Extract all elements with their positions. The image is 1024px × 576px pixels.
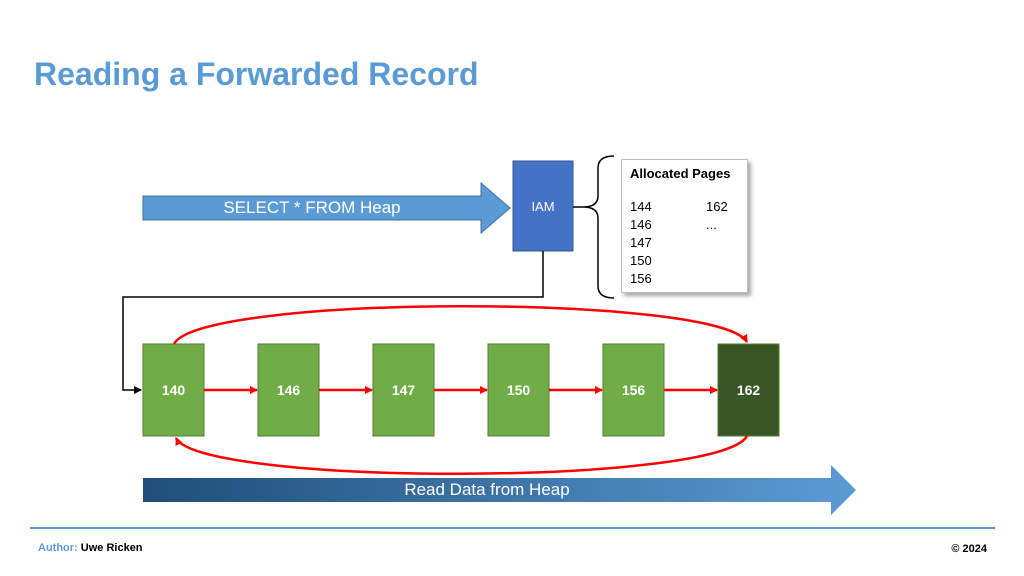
author-key: Author: xyxy=(38,542,78,554)
page-box-146 xyxy=(257,343,320,437)
allocated-page-entry: 147 xyxy=(630,235,652,250)
slide-title: Reading a Forwarded Record xyxy=(34,56,479,92)
allocated-page-entry: ... xyxy=(706,217,717,232)
allocated-pages-title: Allocated Pages xyxy=(630,166,731,181)
select-query-arrow xyxy=(142,181,511,235)
read-data-arrow xyxy=(143,465,856,515)
allocated-page-entry: 150 xyxy=(630,253,652,268)
footer-copyright: © 2024 xyxy=(951,543,987,555)
allocated-pages-box: Allocated Pages 144 146 147 150 156 162 … xyxy=(621,159,748,293)
author-name: Uwe Ricken xyxy=(80,542,143,554)
page-label-150: 150 xyxy=(506,382,531,398)
read-data-label: Read Data from Heap xyxy=(404,480,570,499)
page-label-162: 162 xyxy=(736,382,761,398)
allocated-page-entry: 146 xyxy=(630,217,652,232)
page-label-140: 140 xyxy=(161,382,186,398)
allocated-pages-brace xyxy=(582,155,615,299)
allocated-pages-column-1: 144 146 147 150 156 xyxy=(630,198,706,288)
allocated-page-entry: 144 xyxy=(630,199,652,214)
select-query-label: SELECT * FROM Heap xyxy=(223,198,401,217)
footer-author: Author: Uwe Ricken xyxy=(38,542,143,554)
page-box-162 xyxy=(717,343,780,437)
back-pointer-curve xyxy=(174,435,749,475)
page-label-147: 147 xyxy=(391,382,416,398)
page-box-150 xyxy=(487,343,550,437)
page-label-146: 146 xyxy=(276,382,301,398)
page-box-147 xyxy=(372,343,435,437)
footer-divider xyxy=(30,527,995,529)
allocated-page-entry: 162 xyxy=(706,199,728,214)
page-box-140 xyxy=(142,343,205,437)
iam-to-first-page-connector xyxy=(122,251,544,394)
allocated-pages-column-2: 162 ... xyxy=(706,198,728,288)
allocated-page-entry: 156 xyxy=(630,271,652,286)
iam-box xyxy=(512,160,574,252)
forward-pointer-curve xyxy=(172,305,749,345)
iam-label: IAM xyxy=(531,198,555,214)
page-label-156: 156 xyxy=(621,382,646,398)
